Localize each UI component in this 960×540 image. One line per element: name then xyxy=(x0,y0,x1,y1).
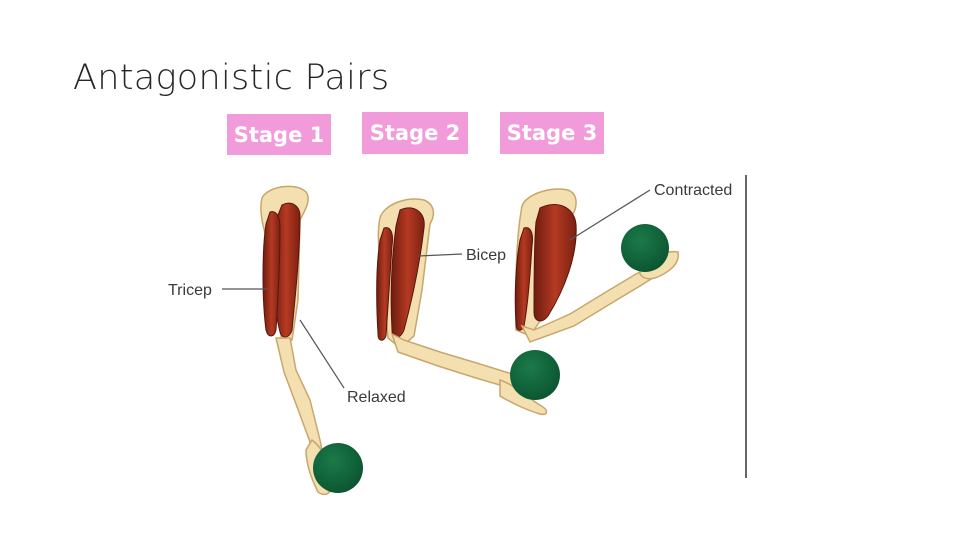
relaxed-label: Relaxed xyxy=(347,389,406,406)
bicep-label: Bicep xyxy=(466,247,506,264)
tricep-label: Tricep xyxy=(168,282,212,299)
arm-stage-3 xyxy=(514,188,680,343)
stage-3-label: Stage 3 xyxy=(500,112,604,154)
ball-stage-1 xyxy=(313,443,363,493)
arm-1-bicep xyxy=(262,211,281,337)
arm-stage-2 xyxy=(376,198,560,416)
arm-2-bicep xyxy=(390,207,425,338)
slide-title: Antagonistic Pairs xyxy=(73,58,390,98)
bicep-leader-line xyxy=(417,253,463,257)
arm-2-tricep xyxy=(376,227,393,341)
stage-2-label: Stage 2 xyxy=(362,112,468,154)
relaxed-leader-line xyxy=(299,319,345,389)
arm-stage-1 xyxy=(260,185,363,496)
ball-stage-3 xyxy=(621,224,669,272)
arm-3-bicep xyxy=(533,204,577,322)
ball-stage-2 xyxy=(510,350,560,400)
contracted-leader-line xyxy=(569,189,651,241)
contracted-label: Contracted xyxy=(654,182,732,199)
stage-1-label: Stage 1 xyxy=(227,114,331,155)
